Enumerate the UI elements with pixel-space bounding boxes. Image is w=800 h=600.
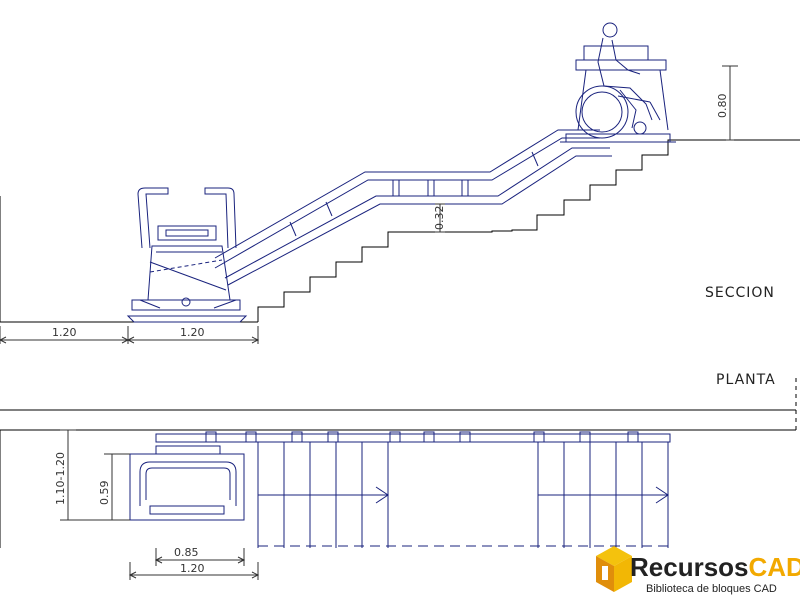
logo-brand-suffix: CAD — [749, 552, 800, 582]
dim-plan-width-text: 1.10-1.20 — [54, 452, 67, 505]
stair-steps — [257, 139, 670, 322]
svg-text:RecursosCAD: RecursosCAD — [630, 552, 800, 582]
rail-brackets — [289, 151, 539, 237]
logo-cube-icon — [596, 546, 632, 592]
dim-section-left-text: 1.20 — [52, 326, 77, 339]
plan-rail-brackets — [205, 431, 639, 443]
person-head — [602, 22, 618, 38]
lower-lift-platform — [126, 187, 248, 323]
dim-plan-seat-text: 0.59 — [98, 481, 111, 506]
dim-section-bottom — [0, 326, 260, 344]
plan-direction-arrows — [258, 486, 669, 504]
logo-brand-prefix: Recursos — [630, 552, 749, 582]
rail-upper-inner — [214, 137, 600, 269]
recursoscad-logo: RecursosCAD Biblioteca de bloques CAD — [596, 546, 800, 595]
wheelchair-lift-top — [560, 22, 676, 143]
plan-dims — [60, 429, 260, 580]
person-body — [597, 37, 653, 121]
plan-view — [0, 378, 797, 580]
plan-label: PLANTA — [716, 372, 776, 388]
wheelchair-wheel — [575, 85, 629, 139]
dim-rail-height — [435, 203, 445, 233]
rail-lower — [224, 147, 610, 279]
logo-subtitle: Biblioteca de bloques CAD — [646, 583, 777, 595]
section-view — [0, 22, 800, 344]
dim-chair-height — [722, 65, 738, 141]
rail-upper — [214, 129, 600, 259]
lower-floor-line — [0, 196, 258, 323]
dim-rail-height-text: 0.32 — [433, 206, 446, 231]
section-label: SECCION — [705, 285, 775, 301]
dim-section-platform-text: 1.20 — [180, 326, 205, 339]
plan-lift-platform — [129, 445, 245, 521]
dim-plan-inner-text: 0.85 — [174, 546, 199, 559]
rail-lower-inner — [227, 155, 612, 286]
dim-chair-height-text: 0.80 — [716, 94, 729, 119]
plan-rail — [155, 433, 671, 443]
dim-plan-outer-text: 1.20 — [180, 562, 205, 575]
